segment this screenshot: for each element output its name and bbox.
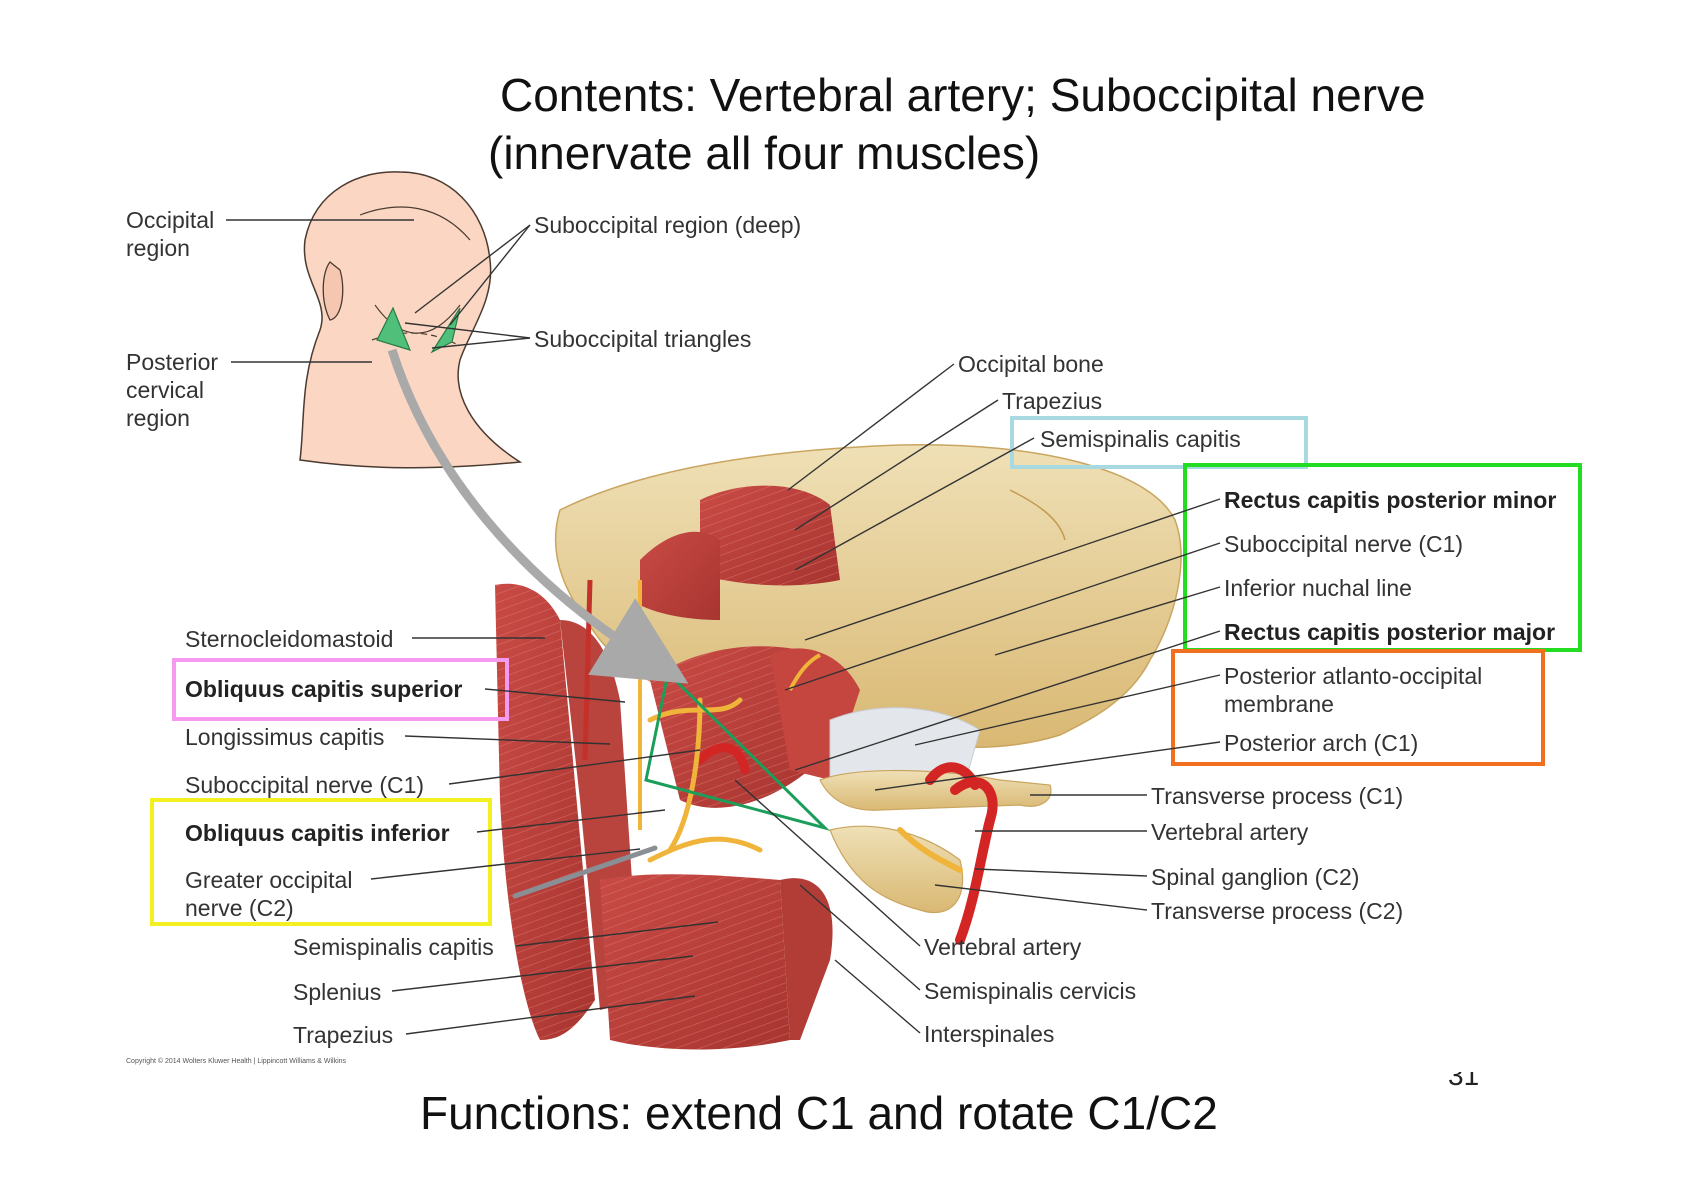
label-suboccipital-triangles: Suboccipital triangles — [534, 326, 751, 352]
label-sternocleidomastoid: Sternocleidomastoid — [185, 626, 393, 652]
label-semispinalis-cervicis: Semispinalis cervicis — [924, 978, 1136, 1004]
inset-head — [299, 171, 523, 469]
semispinalis-highlight-box — [1010, 416, 1308, 469]
label-trapezius-top: Trapezius — [1002, 388, 1102, 414]
title-line-1: Contents: Vertebral artery; Suboccipital… — [500, 69, 1426, 121]
label-rectus-major: Rectus capitis posterior major — [1224, 619, 1555, 645]
obliquus-superior-highlight-box — [172, 658, 509, 721]
label-occipital-region-2: region — [126, 235, 190, 261]
label-vertebral-artery-bottom: Vertebral artery — [924, 934, 1082, 960]
label-obliquus-inferior: Obliquus capitis inferior — [185, 820, 450, 846]
label-atlanto-occipital-2: membrane — [1224, 691, 1334, 717]
atlanto-highlight-box — [1171, 649, 1545, 766]
copyright-notice: Copyright © 2014 Wolters Kluwer Health |… — [126, 1058, 347, 1065]
label-occipital-bone: Occipital bone — [958, 351, 1104, 377]
label-transverse-c1: Transverse process (C1) — [1151, 783, 1403, 809]
label-semispinalis-capitis-top: Semispinalis capitis — [1040, 426, 1241, 452]
label-greater-occipital-2: nerve (C2) — [185, 895, 294, 921]
label-semispinalis-capitis-left: Semispinalis capitis — [293, 934, 494, 960]
label-occipital-region-1: Occipital — [126, 207, 214, 233]
label-interspinales: Interspinales — [924, 1021, 1054, 1047]
obliquus-inferior-highlight-box — [150, 798, 492, 926]
page-number: 31 — [1448, 1060, 1480, 1091]
label-posterior-cervical-3: region — [126, 405, 190, 431]
label-rectus-minor: Rectus capitis posterior minor — [1224, 487, 1556, 513]
leader-lines — [226, 219, 1221, 1035]
label-posterior-arch: Posterior arch (C1) — [1224, 730, 1418, 756]
callout-arrow — [387, 348, 689, 684]
label-splenius: Splenius — [293, 979, 381, 1005]
label-suboccipital-nerve-right: Suboccipital nerve (C1) — [1224, 531, 1463, 557]
label-suboccipital-nerve-left: Suboccipital nerve (C1) — [185, 772, 424, 798]
label-spinal-ganglion: Spinal ganglion (C2) — [1151, 864, 1359, 890]
label-obliquus-superior: Obliquus capitis superior — [185, 676, 462, 702]
label-greater-occipital-1: Greater occipital — [185, 867, 352, 893]
functions-text: Functions: extend C1 and rotate C1/C2 — [420, 1087, 1218, 1139]
title-line-2: (innervate all four muscles) — [488, 127, 1041, 179]
label-inferior-nuchal-line: Inferior nuchal line — [1224, 575, 1412, 601]
label-atlanto-occipital-1: Posterior atlanto-occipital — [1224, 663, 1482, 689]
label-transverse-c2: Transverse process (C2) — [1151, 898, 1403, 924]
label-trapezius-left: Trapezius — [293, 1022, 393, 1048]
label-longissimus: Longissimus capitis — [185, 724, 384, 750]
label-posterior-cervical-1: Posterior — [126, 349, 218, 375]
label-posterior-cervical-2: cervical — [126, 377, 204, 403]
label-suboccipital-region: Suboccipital region (deep) — [534, 212, 801, 238]
suboccipital-triangle-outline — [644, 669, 831, 831]
label-vertebral-artery-right: Vertebral artery — [1151, 819, 1309, 845]
